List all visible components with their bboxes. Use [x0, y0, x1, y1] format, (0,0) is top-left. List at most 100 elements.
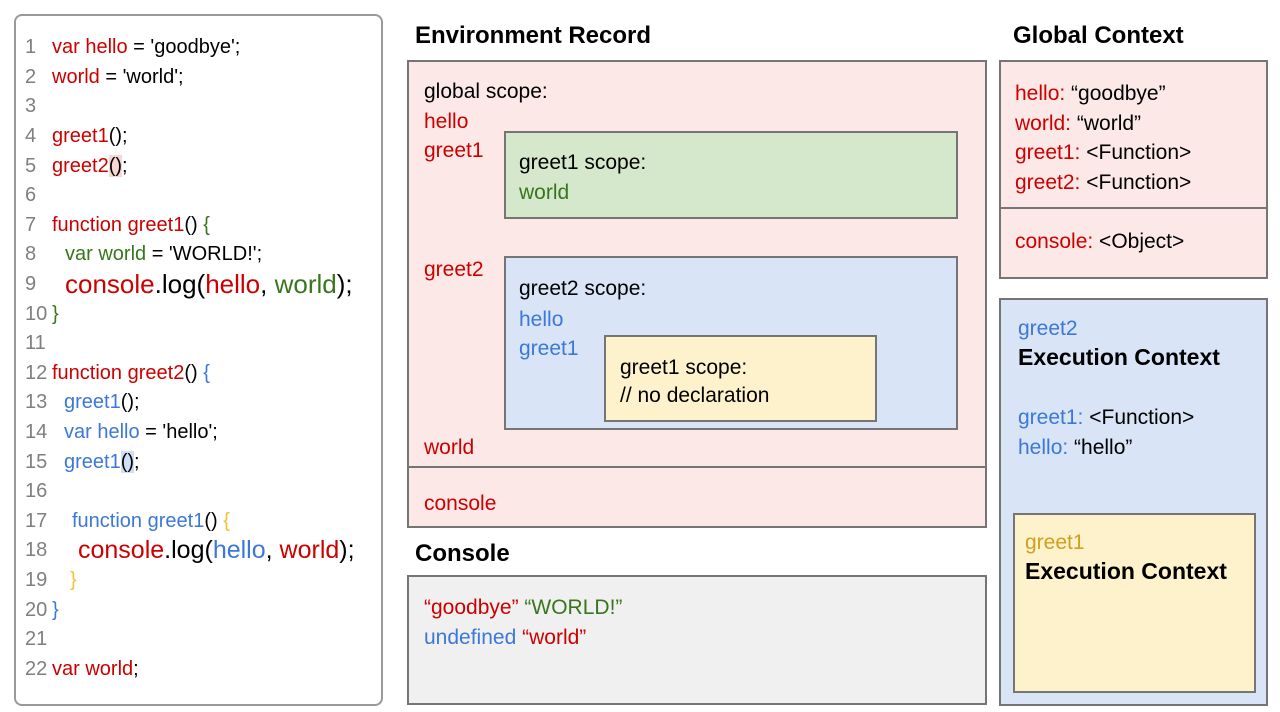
code-token: var hello — [64, 421, 140, 444]
console-title: Console — [415, 540, 510, 567]
context-entry: hello: “goodbye” — [1015, 79, 1256, 109]
code-line-text: greet1(); — [52, 125, 128, 148]
er-var-world: world — [424, 436, 475, 459]
greet2-scope-var-greet1: greet1 — [519, 337, 579, 360]
line-number: 16 — [25, 480, 48, 503]
line-number: 14 — [25, 421, 48, 444]
context-entry: greet1: <Function> — [1015, 138, 1256, 168]
line-number: 17 — [25, 509, 48, 532]
er-console-strip: console — [407, 466, 987, 528]
code-token: .log( — [164, 536, 213, 565]
code-token: “goodbye” — [424, 596, 519, 619]
code-line-text: console.log(hello, world); — [52, 536, 355, 565]
entry-value: “goodbye” — [1065, 82, 1166, 105]
code-token: } — [52, 302, 59, 325]
code-token: world — [279, 536, 340, 565]
code-token: ); — [339, 536, 355, 565]
entry-key: hello: — [1015, 82, 1066, 105]
line-number: 20 — [25, 598, 48, 621]
greet2-scope-var-hello: hello — [519, 308, 564, 331]
code-token: { — [203, 361, 210, 384]
code-line: 5 greet2(); — [16, 151, 381, 181]
code-line-text: var world; — [52, 658, 139, 681]
code-token: world — [52, 65, 100, 88]
code-token: greet1 — [64, 450, 121, 473]
code-line-text: console.log(hello, world); — [52, 269, 353, 300]
code-line-text: function greet1() { — [52, 510, 230, 533]
entry-key: world: — [1015, 111, 1072, 135]
code-token: () — [184, 213, 204, 236]
code-token: “world” — [522, 625, 587, 649]
code-token: undefined — [424, 625, 517, 649]
line-number: 10 — [25, 302, 48, 325]
code-panel: 1 var hello = 'goodbye'; 2 world = 'world';… — [14, 14, 383, 706]
code-line: 10} — [16, 299, 381, 329]
code-token: world — [274, 269, 337, 300]
context-entry: console: <Object> — [1015, 227, 1256, 257]
code-line: 16 — [16, 477, 381, 507]
code-line-text: } — [52, 303, 59, 326]
inner-greet1-scope-box: greet1 scope: // no declaration — [604, 335, 877, 422]
greet2-context-name: greet2 — [1018, 317, 1078, 340]
code-token: , — [265, 536, 280, 565]
line-number: 2 — [25, 65, 37, 88]
entry-key: greet1: — [1018, 406, 1084, 429]
code-line: 2 world = 'world'; — [16, 63, 381, 93]
context-entry: greet1: <Function> — [1018, 403, 1194, 433]
line-number: 11 — [25, 332, 46, 355]
context-entry: greet2: <Function> — [1015, 168, 1256, 198]
code-line: 19} — [16, 566, 381, 596]
code-token: ; — [122, 154, 128, 177]
code-token: greet2 — [52, 154, 109, 177]
code-token: , — [260, 269, 275, 300]
environment-record-title: Environment Record — [415, 22, 652, 49]
code-token: = 'goodbye'; — [127, 36, 241, 59]
line-number: 5 — [25, 154, 37, 177]
code-token: function greet1 — [72, 509, 205, 532]
line-number: 21 — [25, 628, 48, 651]
line-number: 22 — [25, 657, 48, 680]
er-var-hello: hello — [424, 110, 469, 133]
global-scope-box: global scope: hello greet1 greet2 world … — [407, 60, 987, 468]
code-token: ; — [133, 657, 139, 680]
entry-key: greet2: — [1015, 170, 1081, 194]
code-token: console — [65, 269, 155, 300]
code-line: 11 — [16, 329, 381, 359]
code-token: () — [120, 450, 135, 473]
er-console-label: console — [424, 492, 497, 515]
entry-value: <Object> — [1093, 230, 1185, 253]
inner-greet1-scope-label: greet1 scope: — [620, 356, 748, 379]
greet1-scope-label: greet1 scope: — [519, 151, 647, 174]
greet1-context-name: greet1 — [1025, 531, 1085, 554]
code-token: () — [108, 154, 123, 177]
console-output-box: “goodbye” “WORLD!”undefined “world” — [407, 575, 987, 705]
code-token: greet1 — [52, 125, 109, 148]
code-token: var world — [65, 243, 147, 266]
line-number: 1 — [25, 36, 37, 59]
greet1-scope-box: greet1 scope: world — [504, 131, 958, 219]
code-line-text: greet2(); — [52, 154, 128, 178]
greet1-execution-context-box: greet1 Execution Context — [1013, 513, 1256, 693]
code-token: var hello — [52, 36, 128, 59]
line-number: 6 — [25, 184, 37, 207]
code-line-text: var world = 'WORLD!'; — [52, 243, 262, 266]
code-token: (); — [108, 125, 128, 148]
code-line: 6 — [16, 181, 381, 211]
code-line: 21 — [16, 625, 381, 655]
code-line-text: world = 'world'; — [52, 66, 184, 89]
line-number: 3 — [25, 95, 37, 118]
code-line: 3 — [16, 92, 381, 122]
entry-key: greet1: — [1015, 141, 1081, 164]
code-token: } — [70, 568, 77, 591]
console-line: undefined “world” — [424, 623, 985, 653]
er-var-greet2: greet2 — [424, 258, 484, 281]
code-token: hello — [205, 269, 261, 300]
code-token: function greet2 — [52, 361, 185, 384]
